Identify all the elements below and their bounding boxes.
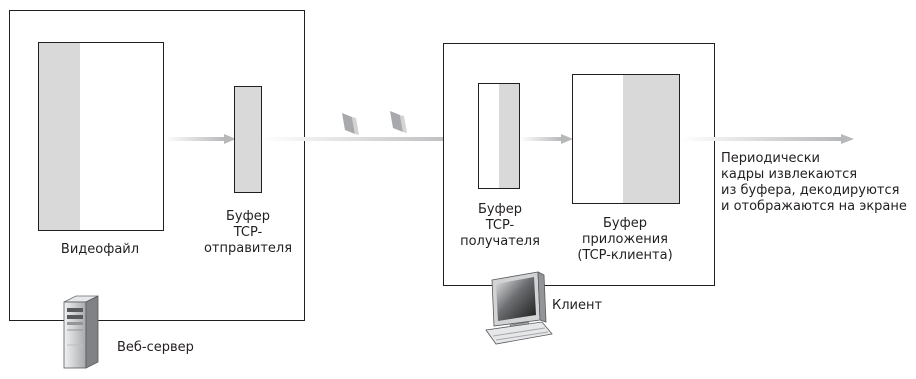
packet-2 [390,111,407,133]
sender-buffer [234,86,262,193]
sender-buffer-label: Буфер TCP- отправителя [203,209,293,257]
playback-note-line-3: из буфера, декодируются [721,183,900,198]
playback-note-line-2: кадры извлекаются [721,167,858,182]
sender-buffer-label-line-1: Буфер [226,209,270,224]
playback-note-line-1: Периодически [721,151,820,166]
app-buffer-label-line-1: Буфер [603,216,647,231]
video-file [38,42,164,231]
app-buffer-label-line-3: (TCP-клиента) [577,248,673,263]
app-buffer [572,74,680,204]
client-computer-icon [485,271,553,345]
packet-1 [342,113,359,135]
arrow-app-to-output [681,134,854,144]
receiver-buffer-label-line-2: TCP- [485,218,515,233]
app-buffer-label-line-2: приложения [582,232,668,247]
playback-note-line-4: и отображаются на экране [721,199,907,214]
sender-buffer-label-line-3: отправителя [203,241,293,256]
client-label: Клиент [552,298,603,313]
receiver-buffer-label-line-1: Буфер [478,202,522,217]
playback-note: Периодически кадры извлекаются из буфера… [721,151,907,215]
receiver-buffer [478,83,520,189]
video-file-label: Видеофайл [60,242,140,257]
server-tower-icon [63,295,99,369]
app-buffer-label: Буфер приложения (TCP-клиента) [565,216,685,264]
receiver-buffer-label: Буфер TCP- получателя [455,202,545,250]
arrow-video-to-sender [165,134,236,144]
sender-buffer-label-line-2: TCP- [233,225,263,240]
receiver-buffer-label-line-3: получателя [460,234,540,249]
arrow-receiver-to-app [520,134,573,144]
server-label: Веб-сервер [117,340,194,355]
